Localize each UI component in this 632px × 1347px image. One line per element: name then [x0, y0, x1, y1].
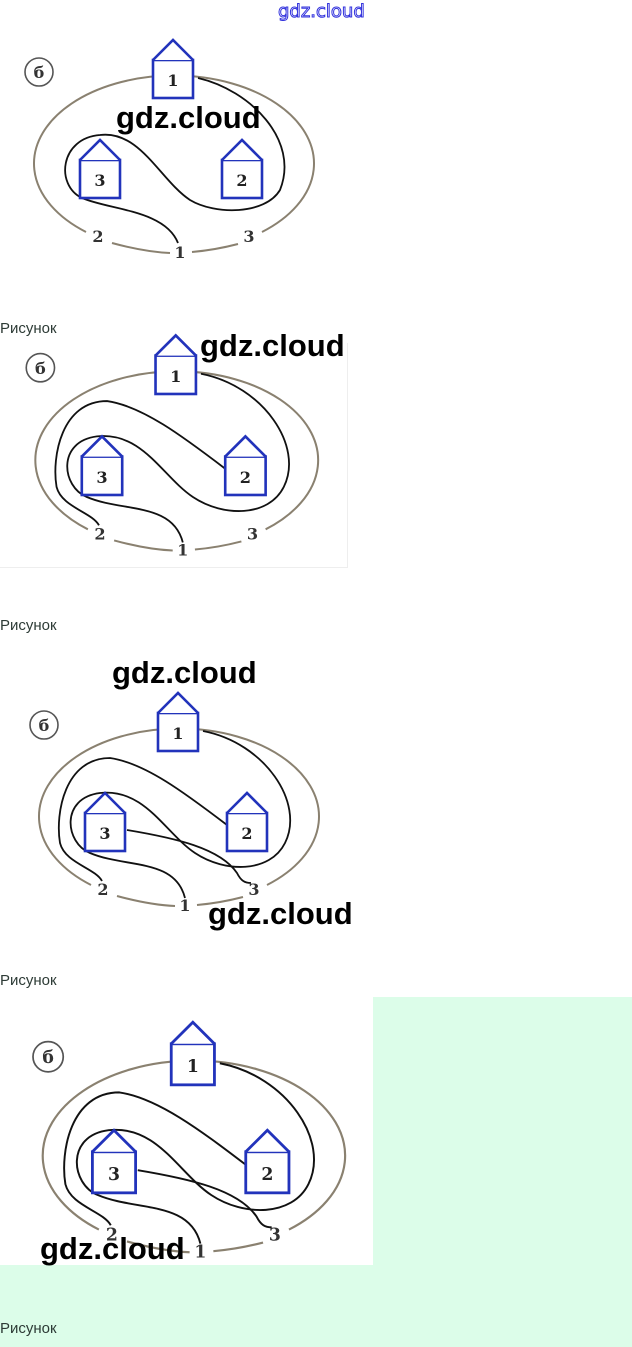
exit-label: 2: [106, 1225, 118, 1245]
exit-label: 1: [194, 1243, 206, 1263]
house-number: 1: [167, 71, 178, 90]
house-1: [169, 1042, 216, 1087]
house-3: [90, 1150, 138, 1195]
marker-label: б: [39, 716, 50, 735]
path-line: [66, 372, 290, 543]
marker-label: б: [34, 63, 45, 82]
house-roof: [170, 1020, 216, 1045]
fence-segment: [213, 1241, 264, 1253]
house-number: 2: [240, 468, 251, 487]
house-3: [78, 158, 122, 200]
exit-label: 2: [94, 524, 105, 543]
house-number: 1: [170, 367, 181, 386]
house-roof: [226, 791, 268, 814]
exit-label: 1: [174, 243, 185, 262]
watermark: gdz.cloud: [208, 896, 353, 931]
house-roof: [244, 1128, 290, 1153]
exit-label: 3: [247, 524, 258, 543]
house-roof: [221, 138, 263, 161]
green-background-panel: [373, 997, 632, 1265]
house-number: 3: [99, 824, 110, 843]
watermark: gdz.cloud: [40, 1231, 185, 1266]
path-line: [137, 1169, 272, 1229]
marker-circle: [32, 1040, 65, 1073]
figure-caption: Рисунок: [0, 1320, 57, 1337]
marker-circle: [25, 352, 56, 383]
exit-label: 1: [177, 541, 188, 560]
house-2: [223, 455, 267, 497]
house-number: 1: [172, 724, 183, 743]
path-line: [54, 400, 226, 526]
fence-segment: [196, 896, 244, 906]
house-2: [244, 1150, 291, 1195]
house-number: 2: [241, 824, 252, 843]
figure-caption: Рисунок: [0, 617, 57, 634]
house-number: 3: [96, 468, 107, 487]
house-roof: [154, 333, 197, 357]
watermark: gdz.cloud: [200, 328, 345, 363]
house-number: 2: [236, 171, 247, 190]
marker-label: б: [35, 359, 46, 378]
house-number: 3: [94, 171, 105, 190]
watermark: gdz.cloud: [112, 655, 257, 690]
watermark: gdz.cloud: [116, 100, 261, 135]
house-roof: [152, 38, 194, 61]
marker-label: б: [42, 1048, 54, 1068]
watermark-top: gdz.cloud: [278, 1, 366, 23]
house-roof: [80, 434, 124, 458]
green-background-footer: [0, 1265, 632, 1347]
exit-label: 3: [248, 880, 259, 899]
house-diagram: б 1 2 3 2 1 3: [24, 38, 315, 262]
exit-label: 3: [269, 1225, 281, 1245]
house-roof: [157, 691, 199, 714]
house-diagram: б 1 2 3 2 1 3: [25, 333, 320, 560]
house-number: 2: [261, 1165, 273, 1185]
exit-label: 2: [92, 227, 103, 246]
fence-segment: [111, 242, 171, 254]
path-line: [64, 77, 286, 244]
fence-segment: [126, 1240, 190, 1254]
figure-caption: Рисунок: [0, 972, 57, 989]
house-1: [156, 711, 200, 753]
house-3: [80, 455, 124, 497]
exit-label: 1: [179, 896, 190, 915]
path-line: [57, 757, 228, 882]
house-roof: [91, 1128, 137, 1153]
house-roof: [79, 138, 121, 161]
house-1: [154, 354, 198, 396]
house-roof: [84, 791, 126, 814]
fence-segment: [194, 540, 242, 551]
figure-frame: [0, 343, 348, 568]
figure-caption: Рисунок: [0, 320, 57, 337]
marker-circle: [24, 57, 54, 87]
house-diagram: б 1 2 3 2 1 3: [32, 1020, 347, 1263]
fence-segment: [191, 243, 239, 253]
path-line: [69, 730, 291, 899]
house-3: [83, 811, 127, 853]
exit-label: 3: [243, 227, 254, 246]
house-diagram: б 1 2 3 2 1 3: [29, 691, 320, 915]
exit-label: 2: [97, 880, 108, 899]
path-line: [75, 1062, 315, 1244]
path-line: [63, 1091, 247, 1226]
fence-segment: [113, 539, 173, 552]
house-number: 3: [108, 1165, 120, 1185]
fence-segment: [116, 895, 176, 907]
house-roof: [224, 434, 267, 458]
house-number: 1: [187, 1057, 199, 1077]
path-line: [126, 829, 252, 884]
marker-circle: [29, 710, 59, 740]
